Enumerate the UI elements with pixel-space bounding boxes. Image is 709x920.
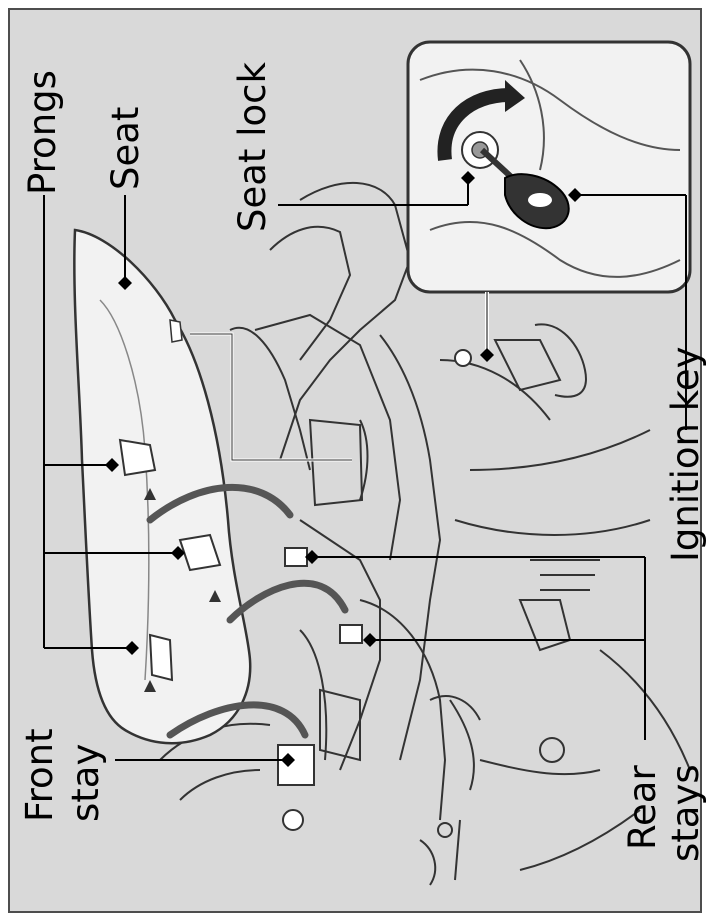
rear-stay-upper (285, 548, 307, 566)
label-rear-stays-line2: stays (664, 764, 707, 862)
label-rear-stays-line1: Rear (621, 765, 664, 850)
label-seat: Seat (104, 107, 147, 190)
label-prongs: Prongs (21, 70, 64, 195)
label-seat-lock: Seat lock (231, 62, 274, 232)
label-front-stay-line2: stay (64, 744, 107, 822)
front-stay-part (278, 745, 314, 785)
rear-stay-lower (340, 625, 362, 643)
label-front-stay-line1: Front (18, 728, 61, 822)
label-ignition-key: Ignition key (664, 346, 707, 562)
prong-upper (120, 440, 155, 475)
seat-lock-inset (408, 42, 690, 292)
prong-lower (150, 635, 172, 680)
seat-lock-keyhole (455, 350, 471, 366)
front-stay-bolt (283, 810, 303, 830)
